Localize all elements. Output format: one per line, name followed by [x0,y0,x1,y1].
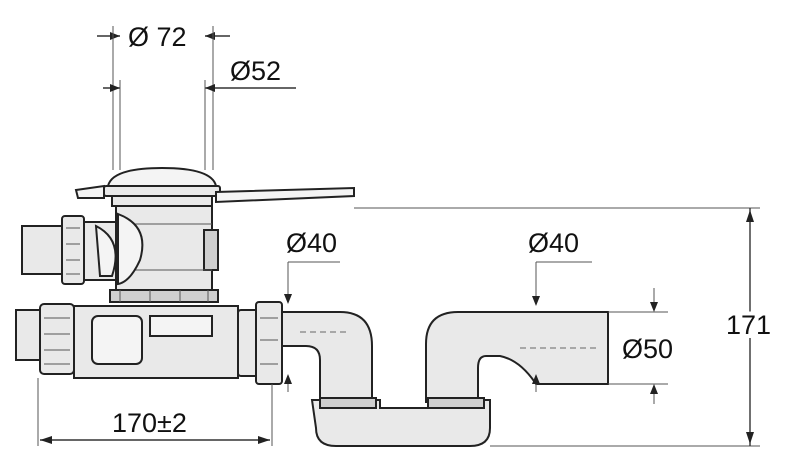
valve-body [115,205,219,291]
dimension-cap-diameter: Ø52 [103,56,296,170]
label-outlet-diameter: Ø50 [622,334,673,364]
label-overall-height: 171 [726,310,771,340]
lower-pipe-body [15,301,283,385]
label-left-inlet-diameter: Ø40 [286,228,337,258]
dimension-top-diameter: Ø 72 [97,22,230,170]
strainer-cap [103,166,221,207]
dimension-right-inlet-diameter: Ø40 [528,228,592,392]
label-overall-length: 170±2 [112,408,187,438]
upper-inlet-connector [21,215,117,285]
label-right-inlet-diameter: Ø40 [528,228,579,258]
dimension-overall-length: 170±2 [37,378,273,446]
dimension-overall-height: 171 [354,207,775,447]
label-top-diameter: Ø 72 [128,22,187,52]
siphon-trap [281,311,609,447]
overflow-plate [74,184,355,204]
label-cap-diameter: Ø52 [230,56,281,86]
dimension-outlet-diameter: Ø50 [608,288,673,404]
dimension-left-inlet-diameter: Ø40 [284,228,340,392]
valve-bottom-flange [109,289,219,303]
